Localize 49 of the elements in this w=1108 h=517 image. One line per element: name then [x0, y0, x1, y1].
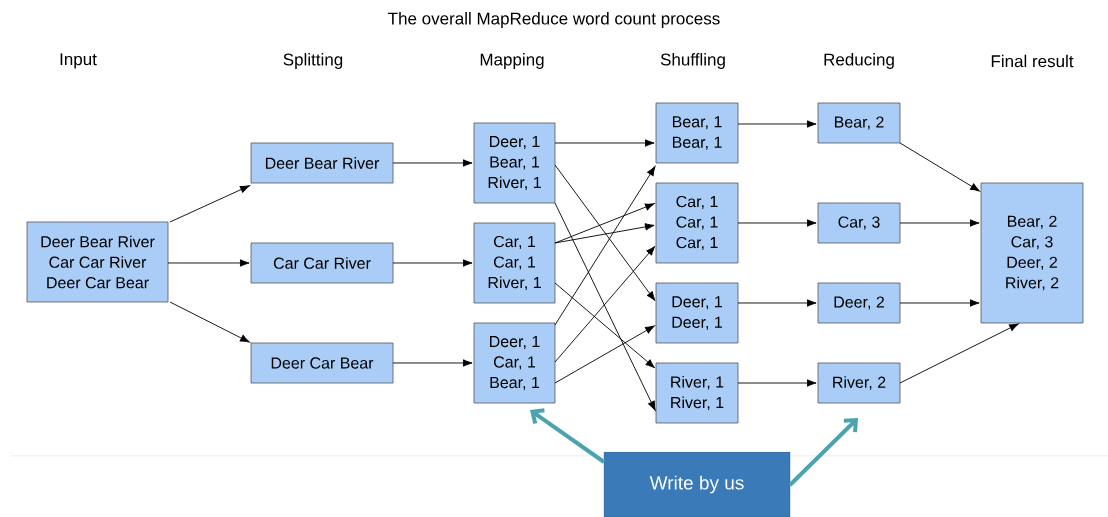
arrow — [554, 202, 656, 411]
data-box: Deer, 2 — [817, 282, 901, 324]
data-box: Deer Bear River — [250, 142, 394, 184]
arrow — [554, 325, 655, 384]
arrow — [392, 359, 473, 367]
arrow — [530, 408, 606, 464]
title: The overall MapReduce word count process — [388, 12, 720, 28]
data-box: Bear, 2 — [817, 102, 901, 144]
arrow — [169, 185, 250, 223]
arrow — [737, 379, 817, 387]
column-heading: Splitting — [283, 53, 343, 69]
data-box: Deer Bear River Car Car River Deer Car Bear — [26, 221, 169, 303]
data-box: Car, 1 Car, 1 Car, 1 — [655, 182, 739, 264]
arrow — [167, 259, 250, 267]
arrow — [554, 223, 655, 244]
arrow — [554, 203, 655, 244]
arrow — [899, 323, 1019, 384]
data-box: Deer, 1 Car, 1 Bear, 1 — [473, 322, 556, 404]
arrow — [788, 418, 858, 487]
arrow — [737, 299, 817, 307]
arrow — [392, 159, 473, 167]
column-heading: Reducing — [824, 53, 894, 69]
arrow — [737, 120, 817, 128]
data-box: Car, 1 Car, 1 River, 1 — [473, 222, 556, 304]
data-box: Deer Car Bear — [250, 342, 394, 384]
data-box: Deer, 1 Deer, 1 — [655, 282, 739, 344]
arrow — [554, 164, 656, 301]
note-box: Write by us — [603, 451, 791, 517]
column-heading: Final result — [991, 54, 1074, 68]
data-box: Car Car River — [250, 242, 394, 284]
data-box: Bear, 2 Car, 3 Deer, 2 River, 2 — [980, 182, 1084, 324]
arrow — [554, 166, 656, 326]
column-heading: Mapping — [480, 53, 544, 69]
data-box: Car, 3 — [817, 202, 901, 244]
column-heading: Input — [60, 53, 97, 69]
arrow — [899, 142, 980, 192]
arrow — [899, 299, 980, 307]
data-box: Bear, 1 Bear, 1 — [655, 102, 739, 164]
arrow — [554, 282, 655, 369]
arrow — [169, 301, 250, 343]
arrow — [899, 219, 980, 227]
data-box: River, 2 — [817, 362, 901, 404]
arrow — [554, 139, 655, 147]
data-box: Deer, 1 Bear, 1 River, 1 — [473, 122, 556, 204]
column-heading: Shuffling — [660, 53, 725, 69]
arrow — [737, 219, 817, 227]
arrow — [554, 246, 656, 363]
data-box: River, 1 River, 1 — [655, 362, 739, 424]
arrow — [392, 259, 473, 267]
